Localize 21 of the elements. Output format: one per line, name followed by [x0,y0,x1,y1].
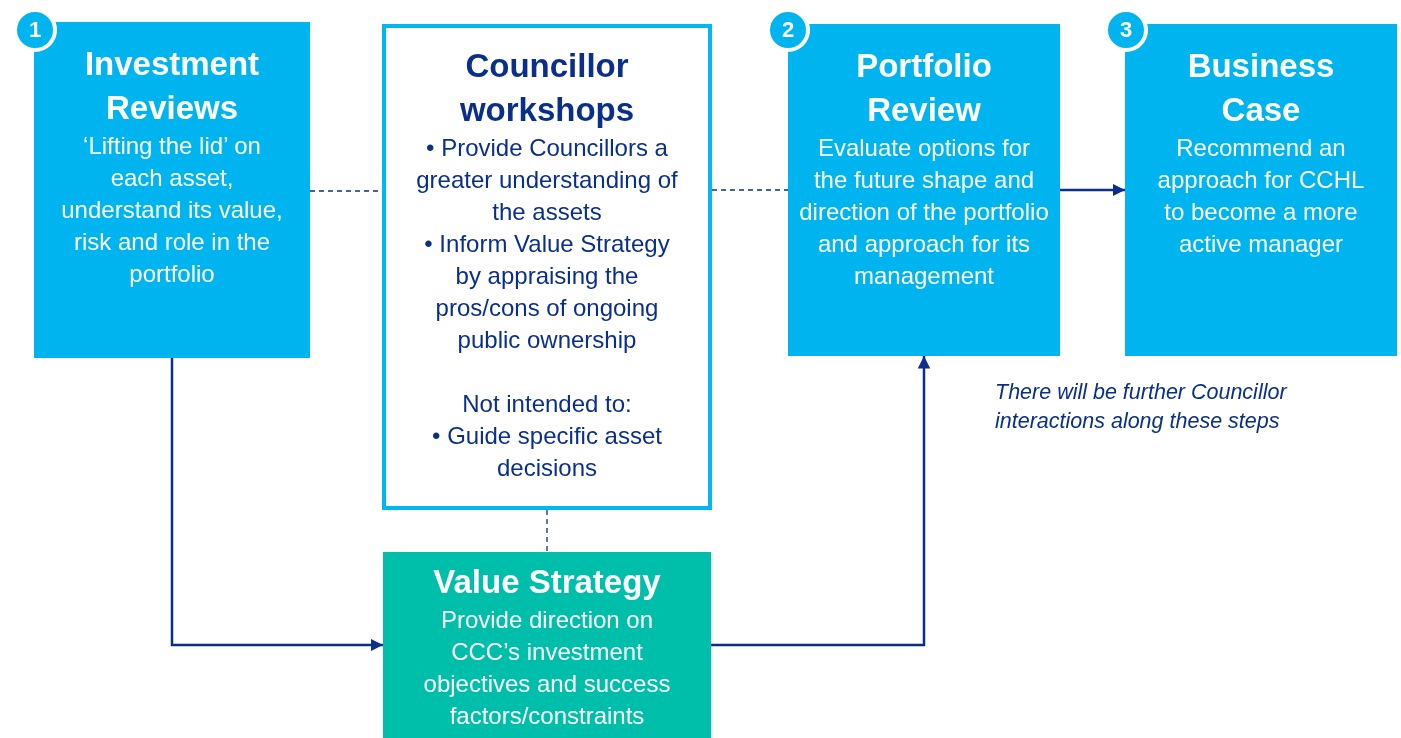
box-text: • Inform Value Strategy by appraising the pros/cons of ongoing public ownership [423,229,671,355]
box-heading: Portfolio Review [855,46,993,130]
process-box [382,24,712,510]
box-heading: Investment Reviews [83,44,261,128]
dashed-connector [546,509,548,553]
box-text: Not intended to: [462,389,632,419]
box-text: Evaluate options for the future shape and direction of the portfolio and approach for its management [798,133,1050,291]
arrow [1060,183,1125,197]
process-box [383,552,711,738]
box-text: ‘Lifting the lid’ on each asset, understand its value, risk and role in the portfolio [60,131,284,289]
box-heading: Councillor workshops [458,46,636,130]
arrow [711,356,931,647]
box-heading: Value Strategy [433,562,661,602]
box-text: Provide direction on CCC’s investment objectives and success factors/constraints [422,605,672,731]
arrow [170,358,383,652]
box-text: • Provide Councillors a greater understanding of the assets [415,133,679,227]
dashed-connector [711,189,789,191]
note-text: There will be further Councillor interactions along these steps [995,379,1289,435]
box-heading: Business Case [1186,46,1336,130]
box-text: • Guide specific asset decisions [431,421,663,483]
box-text: Recommend an approach for CCHL to become a more active manager [1156,133,1366,259]
